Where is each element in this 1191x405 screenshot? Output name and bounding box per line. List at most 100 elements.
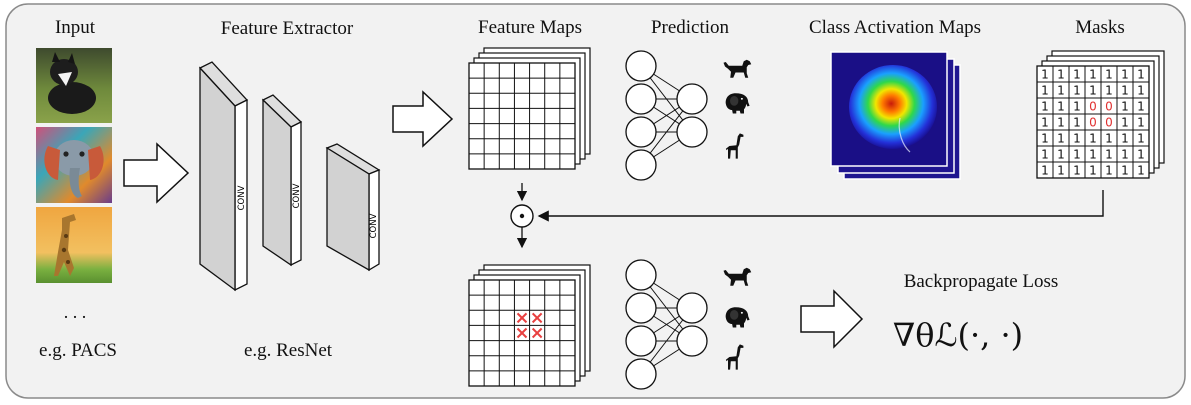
feature-extractor-label: Feature Extractor [221, 18, 354, 39]
mask-cell-value: 1 [1057, 100, 1065, 114]
input-neuron [625, 325, 657, 357]
mask-cell-value: 1 [1041, 116, 1049, 130]
mask-cell-value: 1 [1057, 84, 1065, 98]
mask-cell-value: 1 [1121, 100, 1129, 114]
mask-cell-value: 0 [1089, 100, 1097, 114]
input-neuron [625, 149, 657, 181]
flow-arrow-to-loss [800, 289, 864, 349]
mask-cell-value: 1 [1089, 84, 1097, 98]
mask-cell-value: 1 [1137, 116, 1145, 130]
backprop-label: Backpropagate Loss [904, 271, 1059, 292]
mask-cell-value: 1 [1073, 116, 1081, 130]
mask-cell-value: 1 [1073, 164, 1081, 178]
mask-cell-value: 1 [1073, 148, 1081, 162]
conv-layer-2: CONV [261, 94, 303, 267]
mask-cell-value: 1 [1121, 148, 1129, 162]
input-image-giraffe [36, 207, 112, 283]
masked-cell-cross [516, 327, 528, 339]
conv-layer-3: CONV [325, 143, 381, 272]
mask-cell-value: 1 [1105, 148, 1113, 162]
mask-cell-value: 1 [1121, 84, 1129, 98]
masked-cell-cross [516, 312, 528, 324]
flow-arrow-extractor-to-features [392, 90, 454, 148]
mask-cell-value: 1 [1073, 68, 1081, 82]
masks-label: Masks [1075, 17, 1125, 38]
conv-label-1: CONV [237, 185, 247, 210]
feature-maps-label: Feature Maps [478, 17, 582, 38]
feature-map-grid [468, 62, 576, 170]
mask-cell-value: 0 [1089, 116, 1097, 130]
masked-cell-cross [531, 312, 543, 324]
prediction-label: Prediction [651, 17, 730, 38]
mask-cell-value: 1 [1137, 132, 1145, 146]
mask-cell-value: 1 [1057, 164, 1065, 178]
mask-cell-value: 1 [1089, 132, 1097, 146]
mask-cell-value: 1 [1057, 132, 1065, 146]
mask-cell-value: 1 [1073, 84, 1081, 98]
mask-cell-value: 1 [1041, 84, 1049, 98]
flow-arrow-input-to-extractor [123, 142, 190, 204]
output-neuron [676, 325, 708, 357]
input-label: Input [55, 17, 96, 38]
mask-cell-value: 1 [1089, 148, 1097, 162]
output-neuron [676, 292, 708, 324]
input-neuron [625, 358, 657, 390]
mask-cell-value: 1 [1105, 132, 1113, 146]
input-image-elephant [36, 127, 112, 203]
mask-cell-value: 1 [1041, 68, 1049, 82]
dataset-label: e.g. PACS [39, 340, 117, 361]
mask-cell-value: 1 [1137, 164, 1145, 178]
classifier-network-bottom [625, 259, 708, 390]
input-neuron [625, 292, 657, 324]
input-neuron [625, 259, 657, 291]
cam-stack [830, 51, 961, 180]
product-dot [519, 213, 525, 219]
mask-cell-value: 1 [1089, 68, 1097, 82]
mask-cell-value: 1 [1073, 132, 1081, 146]
mask-cell-value: 1 [1041, 148, 1049, 162]
mask-cell-value: 1 [1041, 164, 1049, 178]
mask-cell-value: 1 [1105, 164, 1113, 178]
mask-cell-value: 1 [1041, 132, 1049, 146]
conv-label-2: CONV [292, 183, 302, 208]
output-neuron [676, 83, 708, 115]
input-neuron [625, 83, 657, 115]
backbone-label: e.g. ResNet [244, 340, 333, 361]
mask-cell-value: 1 [1057, 148, 1065, 162]
mask-cell-value: 1 [1137, 84, 1145, 98]
mask-cell-value: 1 [1089, 164, 1097, 178]
input-neuron [625, 50, 657, 82]
mask-cell-value: 1 [1041, 100, 1049, 114]
cam-heatmap [849, 65, 937, 149]
arrow-mask-to-product [537, 190, 1104, 222]
masked-feature-map-grid [468, 279, 576, 387]
mask-cell-value: 1 [1121, 132, 1129, 146]
feature-map-stack [468, 47, 591, 170]
conv-label-3: CONV [369, 213, 379, 238]
mask-cell-value: 1 [1121, 164, 1129, 178]
mask-cell-value: 1 [1121, 116, 1129, 130]
mask-cell-value: 1 [1057, 68, 1065, 82]
mask-cell-value: 1 [1137, 100, 1145, 114]
masked-feature-map-stack [468, 264, 591, 387]
loss-formula: ∇θℒ(·, ·) [893, 316, 1023, 354]
mask-cell-value: 0 [1105, 116, 1113, 130]
mask-cell-value: 1 [1137, 148, 1145, 162]
input-neuron [625, 116, 657, 148]
conv-layer-1: CONV [198, 61, 249, 292]
cam-label: Class Activation Maps [809, 17, 981, 38]
mask-cell-value: 1 [1105, 68, 1113, 82]
mask-cell-value: 1 [1073, 100, 1081, 114]
input-image-dog [36, 48, 112, 123]
ellipsis: . . . [64, 302, 87, 322]
mask-cell-value: 1 [1137, 68, 1145, 82]
mask-cell-value: 1 [1105, 84, 1113, 98]
mask-cell-value: 0 [1105, 100, 1113, 114]
mask-cell-value: 1 [1121, 68, 1129, 82]
mask-cell-value: 1 [1057, 116, 1065, 130]
masked-cell-cross [531, 327, 543, 339]
classifier-network-top [625, 50, 708, 181]
output-neuron [676, 116, 708, 148]
